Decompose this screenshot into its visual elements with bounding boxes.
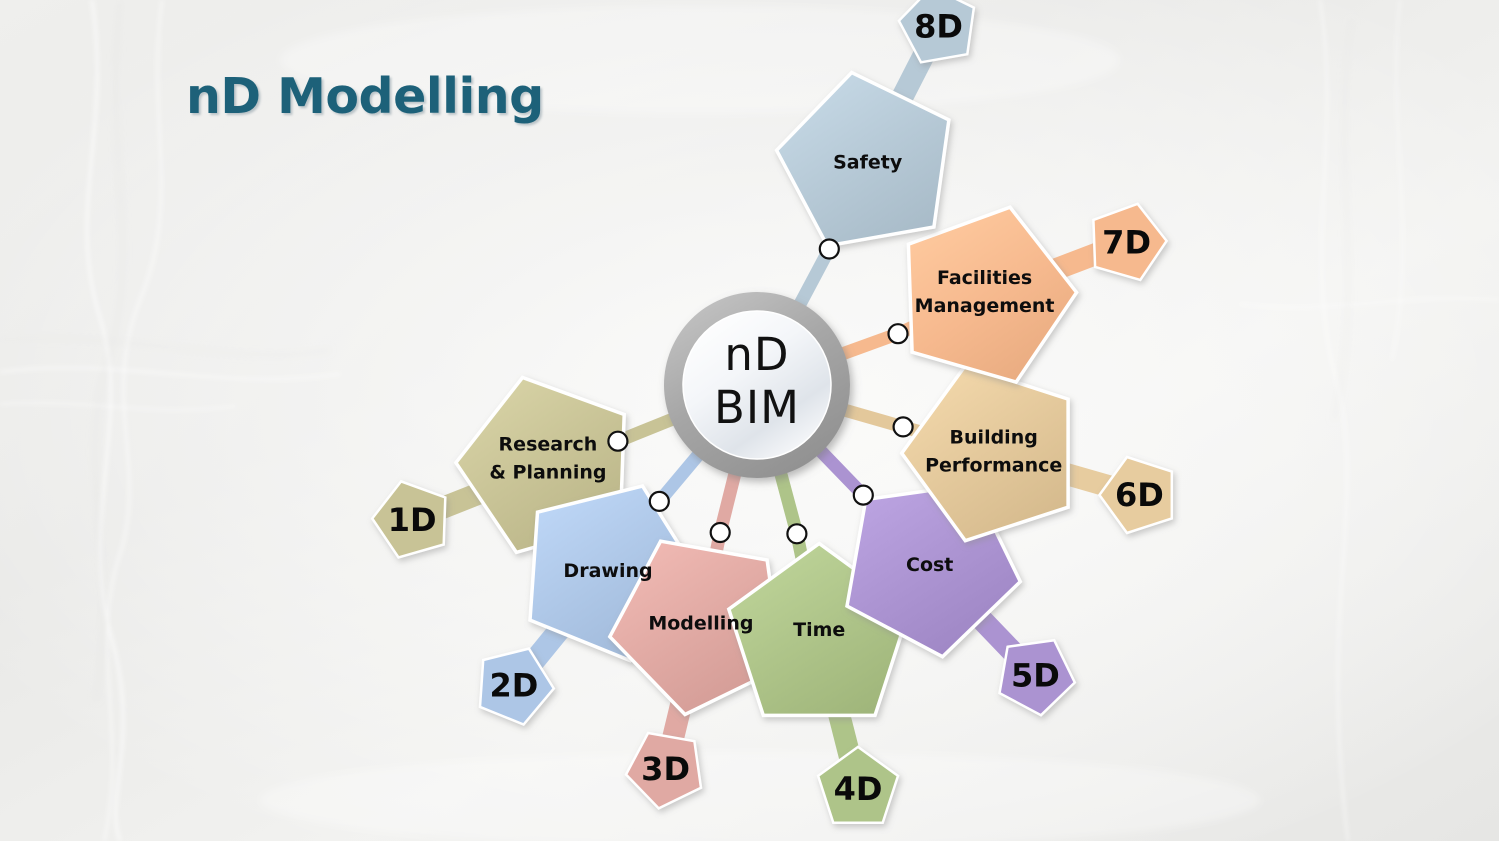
pentagon-7d[interactable] [906,205,1079,385]
spoke-6d [839,403,905,434]
dimension-pentagons [453,70,1079,718]
badge-label-5d: 5D [1011,657,1060,695]
badge-label-6d: 6D [1115,476,1164,514]
pentagon-label-8d: Safety [833,152,903,174]
spoke-3d [713,468,743,535]
badge-7d[interactable] [1092,202,1169,282]
spoke-5d [813,443,868,500]
pentagon-label-3d: Modelling [648,612,753,634]
badge-label-8d: 8D [914,7,963,45]
page-title: nD Modelling [186,68,544,125]
pentagon-8d[interactable] [774,70,951,248]
pentagon-label-2d: Drawing [563,560,652,582]
pentagon-label-1d-line2: & Planning [489,461,606,483]
spoke-dots [607,238,914,545]
connector-dot-4d [786,523,808,545]
badge-4d[interactable] [816,745,900,825]
pentagon-label-6d-line2: Performance [925,455,1062,477]
badge-label-1d: 1D [388,501,437,539]
badge-6d[interactable] [1097,455,1174,535]
badge-label-4d: 4D [834,770,883,808]
spoke-2d [654,448,706,506]
badge-label-3d: 3D [641,750,690,788]
badge-8d[interactable] [897,0,976,64]
hub-face [682,310,832,460]
hub-label-line2: BIM [714,381,800,434]
badge-2d[interactable] [478,647,556,726]
spoke-4d [773,468,804,536]
badge-3d[interactable] [624,731,703,810]
connector-dot-7d [887,323,909,345]
connector-dot-5d [852,484,874,506]
hub-label-line1: nD [724,328,789,381]
badge-5d[interactable] [998,638,1077,717]
pentagon-labels: 1D Research & Planning 2D Drawing 3D Modelling… [388,7,1164,808]
badge-label-2d: 2D [489,667,538,705]
connector-dot-8d [818,238,840,260]
pentagon-label-6d-line1: Building [950,427,1038,449]
connector-dot-6d [892,416,914,438]
spoke-8d [792,245,836,311]
pentagon-label-7d-line2: Management [915,295,1055,317]
pentagon-label-4d: Time [793,619,845,641]
pentagon-label-1d-line1: Research [499,433,598,455]
connector-dot-3d [709,521,731,544]
badge-1d[interactable] [370,479,447,559]
connector-dot-1d [607,430,629,452]
pentagon-label-7d-line1: Facilities [937,267,1032,289]
connector-dot-2d [648,490,670,512]
pentagon-label-5d: Cost [906,554,953,576]
badge-label-7d: 7D [1102,223,1151,261]
pentagon-6d[interactable] [899,363,1070,543]
central-hub[interactable]: nD BIM [664,292,850,478]
